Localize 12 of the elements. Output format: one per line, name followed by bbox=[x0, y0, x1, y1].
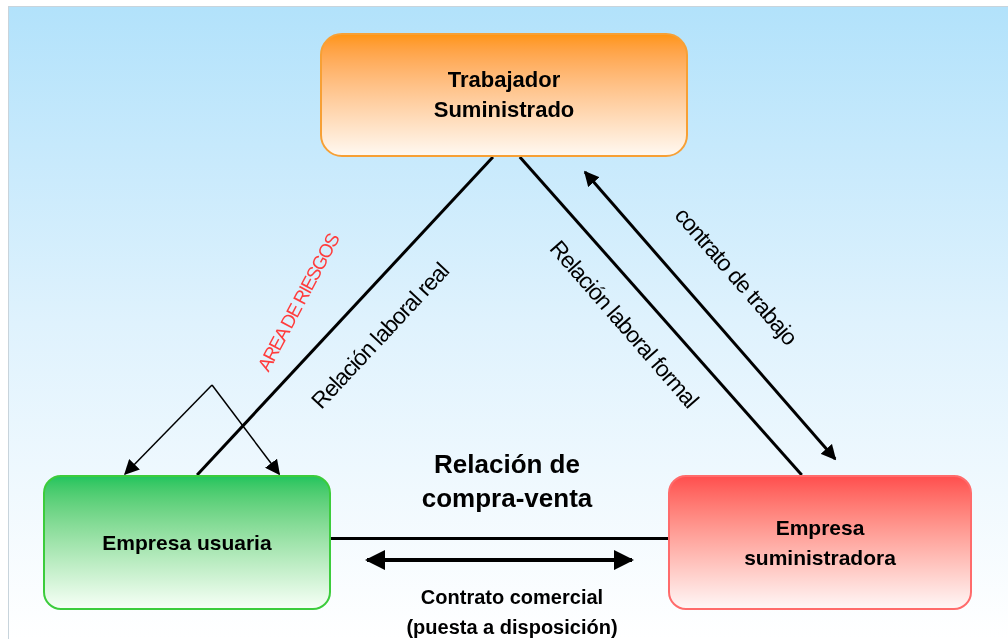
arrow bbox=[583, 170, 837, 461]
entity-box: Trabajador Suministrado bbox=[320, 33, 688, 157]
connector-line bbox=[196, 155, 495, 477]
edge-label: Contrato comercial (puesta a disposición) bbox=[405, 585, 619, 639]
connector-line bbox=[331, 536, 668, 540]
arrow bbox=[365, 550, 634, 571]
edge-label: Relación de compra-venta bbox=[420, 448, 594, 515]
arrow bbox=[211, 384, 281, 476]
connector-line bbox=[518, 156, 803, 476]
entity-box: Empresa suministradora bbox=[668, 475, 972, 610]
entity-box: Empresa usuaria bbox=[43, 475, 331, 610]
arrow bbox=[124, 384, 213, 476]
